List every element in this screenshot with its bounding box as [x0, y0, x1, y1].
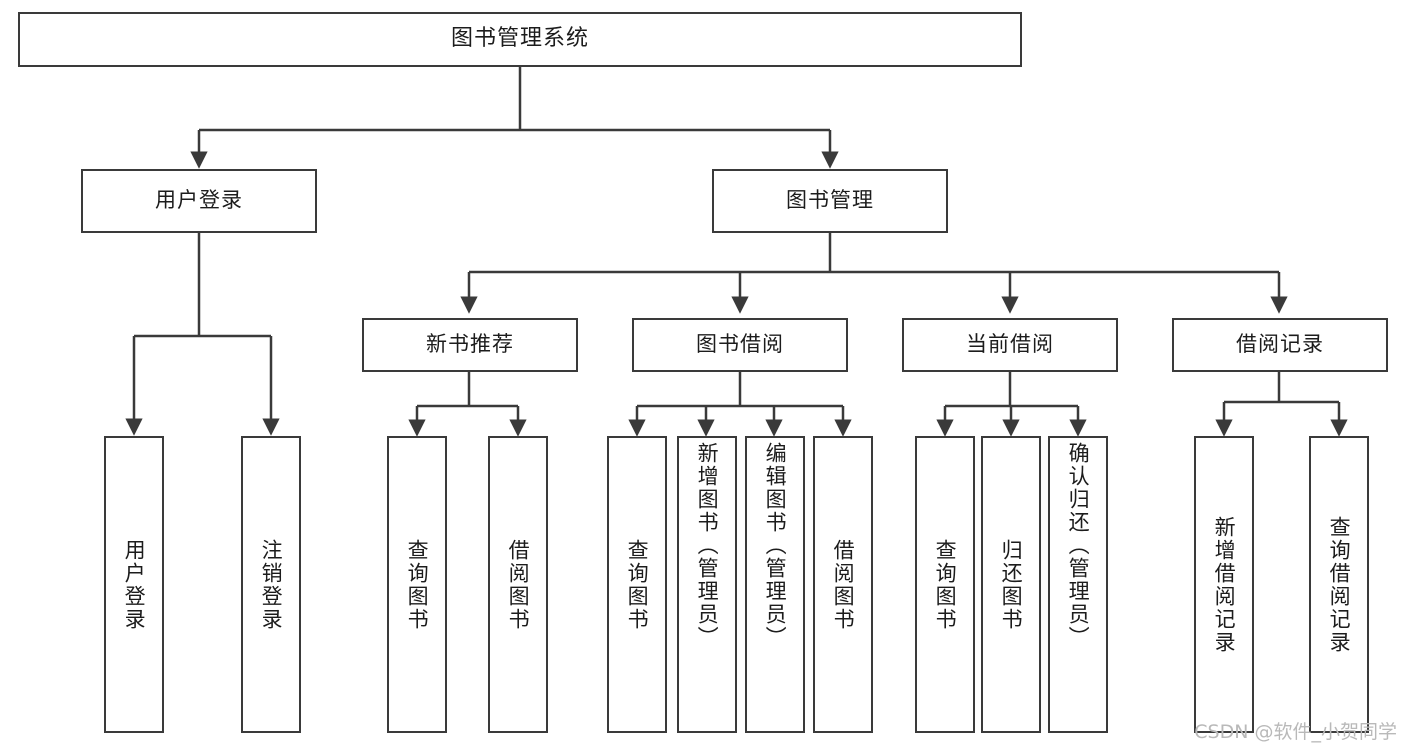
leaf-logout-label: 注销登录	[259, 538, 284, 631]
leaf-confirm-return-label: 确认归还（管理员）	[1066, 442, 1091, 649]
leaf-edit-book-label: 编辑图书（管理员）	[763, 442, 788, 649]
leaf-user-login-label: 用户登录	[122, 538, 147, 631]
leaf-return-book[interactable]: 归还图书	[981, 436, 1041, 733]
leaf-borrow-book-1[interactable]: 借阅图书	[488, 436, 548, 733]
node-book-manage-label: 图书管理	[786, 188, 874, 213]
leaf-add-book-label: 新增图书（管理员）	[695, 442, 720, 649]
node-root[interactable]: 图书管理系统	[18, 12, 1022, 67]
node-root-label: 图书管理系统	[450, 26, 589, 52]
leaf-query-book-3[interactable]: 查询图书	[915, 436, 975, 733]
node-user-login-label: 用户登录	[155, 188, 243, 213]
node-user-login[interactable]: 用户登录	[81, 169, 317, 233]
leaf-query-book-1-label: 查询图书	[405, 538, 430, 631]
leaf-add-book[interactable]: 新增图书（管理员）	[677, 436, 737, 733]
node-book-manage[interactable]: 图书管理	[712, 169, 948, 233]
leaf-borrow-book-1-label: 借阅图书	[506, 538, 531, 631]
leaf-query-book-2[interactable]: 查询图书	[607, 436, 667, 733]
leaf-edit-book[interactable]: 编辑图书（管理员）	[745, 436, 805, 733]
leaf-add-record-label: 新增借阅记录	[1212, 515, 1237, 654]
leaf-query-book-3-label: 查询图书	[933, 538, 958, 631]
leaf-confirm-return[interactable]: 确认归还（管理员）	[1048, 436, 1108, 733]
node-new-book-recommend[interactable]: 新书推荐	[362, 318, 578, 372]
node-new-book-recommend-label: 新书推荐	[426, 332, 514, 357]
leaf-logout[interactable]: 注销登录	[241, 436, 301, 733]
leaf-user-login[interactable]: 用户登录	[104, 436, 164, 733]
node-current-borrow[interactable]: 当前借阅	[902, 318, 1118, 372]
leaf-return-book-label: 归还图书	[999, 538, 1024, 631]
leaf-query-book-1[interactable]: 查询图书	[387, 436, 447, 733]
leaf-query-record[interactable]: 查询借阅记录	[1309, 436, 1369, 733]
node-borrow-record-label: 借阅记录	[1236, 332, 1324, 357]
node-borrow-record[interactable]: 借阅记录	[1172, 318, 1388, 372]
leaf-add-record[interactable]: 新增借阅记录	[1194, 436, 1254, 733]
leaf-borrow-book-2[interactable]: 借阅图书	[813, 436, 873, 733]
leaf-borrow-book-2-label: 借阅图书	[831, 538, 856, 631]
node-book-borrow[interactable]: 图书借阅	[632, 318, 848, 372]
leaf-query-record-label: 查询借阅记录	[1327, 515, 1352, 654]
leaf-query-book-2-label: 查询图书	[625, 538, 650, 631]
watermark: CSDN @软件_小贺同学	[1194, 721, 1397, 743]
node-book-borrow-label: 图书借阅	[696, 332, 784, 357]
node-current-borrow-label: 当前借阅	[966, 332, 1054, 357]
